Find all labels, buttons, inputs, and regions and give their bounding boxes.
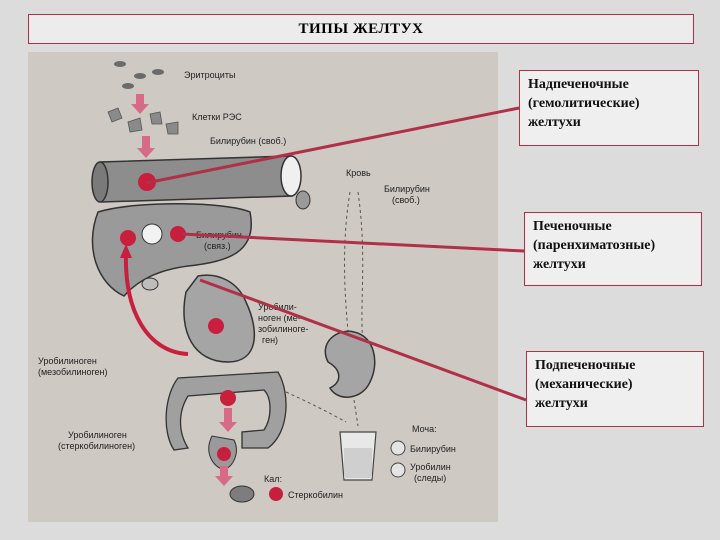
label-urobilinogen-int-4: ген): [262, 335, 278, 345]
label-blood: Кровь: [346, 168, 371, 178]
dashed-ureter: [353, 399, 359, 427]
label-stercobilin: Стеркобилин: [288, 490, 343, 500]
label-res-cells: Клетки РЭС: [192, 112, 242, 122]
callout-line: желтухи: [533, 257, 586, 272]
marker-intestine: [208, 318, 224, 334]
res-cell: [127, 117, 143, 133]
label-urobilinogen-meso-2: (мезобилиноген): [38, 367, 108, 377]
feces-icon: [229, 485, 255, 503]
callout-line: желтухи: [528, 115, 581, 130]
hepatocyte: [141, 223, 163, 245]
liver: [91, 202, 253, 297]
label-urobilinogen-int-3: зобилиноге-: [258, 324, 309, 334]
label-feces: Кал:: [264, 474, 282, 484]
erythrocyte: [152, 69, 164, 75]
callout-line: (паренхиматозные): [533, 238, 656, 253]
label-urobilinogen-sterco-1: Уробилиноген: [68, 430, 127, 440]
connector-posthepatic: [199, 278, 527, 402]
res-cells-group: [107, 107, 179, 135]
callout-line: желтухи: [535, 396, 588, 411]
label-blood-bilirubin-2: (своб.): [392, 195, 420, 205]
label-erythrocytes: Эритроциты: [184, 70, 235, 80]
erythrocyte: [134, 73, 146, 79]
urine-level: [344, 448, 372, 478]
marker-urine-bilirubin: [390, 440, 406, 456]
title-box: ТИПЫ ЖЕЛТУХ: [28, 14, 694, 44]
connector-hepatic: [181, 232, 525, 253]
callout-line: Печеночные: [533, 219, 612, 234]
bilirubin-metabolism-diagram: Эритроциты Клетки РЭС Билирубин (своб.) …: [28, 52, 498, 522]
portal-arrowhead: [120, 244, 132, 258]
label-urine: Моча:: [412, 424, 437, 434]
arrow-rectum: [215, 466, 233, 486]
portal-return-arrow: [123, 251, 189, 356]
callout-line: (механические): [535, 377, 633, 392]
connector-prehepatic: [145, 106, 520, 185]
res-cell: [107, 107, 123, 123]
marker-rectum: [217, 447, 231, 461]
callout-posthepatic-jaundice: Подпеченочные (механические) желтухи: [526, 351, 704, 427]
callout-line: Подпеченочные: [535, 358, 636, 373]
marker-liver: [120, 230, 136, 246]
label-bilirubin-free: Билирубин (своб.): [210, 136, 286, 146]
label-urine-bilirubin: Билирубин: [410, 444, 456, 454]
res-cell: [165, 121, 179, 135]
label-urobilinogen-sterco-2: (стеркобилиноген): [58, 441, 135, 451]
marker-stercobilin: [269, 487, 283, 501]
label-urine-urobilin-1: Уробилин: [410, 462, 451, 472]
colon: [165, 371, 287, 451]
arrow-down-1: [131, 94, 149, 114]
marker-hepatic: [170, 226, 186, 242]
res-cell: [149, 111, 163, 125]
dashed-kidney-route: [285, 391, 347, 423]
page-title: ТИПЫ ЖЕЛТУХ: [298, 20, 424, 37]
marker-colon: [220, 390, 236, 406]
erythrocyte: [114, 61, 126, 67]
arrow-colon: [219, 408, 237, 432]
label-urobilinogen-meso-1: Уробилиноген: [38, 356, 97, 366]
label-urine-urobilin-2: (следы): [414, 473, 446, 483]
callout-line: (гемолитические): [528, 96, 640, 111]
label-blood-bilirubin-1: Билирубин: [384, 184, 430, 194]
callout-prehepatic-jaundice: Надпеченочные (гемолитические) желтухи: [519, 70, 699, 146]
erythrocyte: [122, 83, 134, 89]
label-bilirubin-bound-2: (связ.): [204, 241, 231, 251]
marker-urine-urobilin: [390, 462, 406, 478]
gallbladder: [141, 277, 159, 291]
erythrocytes-group: [114, 61, 164, 89]
arrow-down-2: [137, 136, 155, 158]
label-urobilinogen-int-2: ноген (ме-: [258, 313, 301, 323]
callout-line: Надпеченочные: [528, 77, 629, 92]
duodenum: [183, 274, 256, 363]
callout-hepatic-jaundice: Печеночные (паренхиматозные) желтухи: [524, 212, 702, 286]
